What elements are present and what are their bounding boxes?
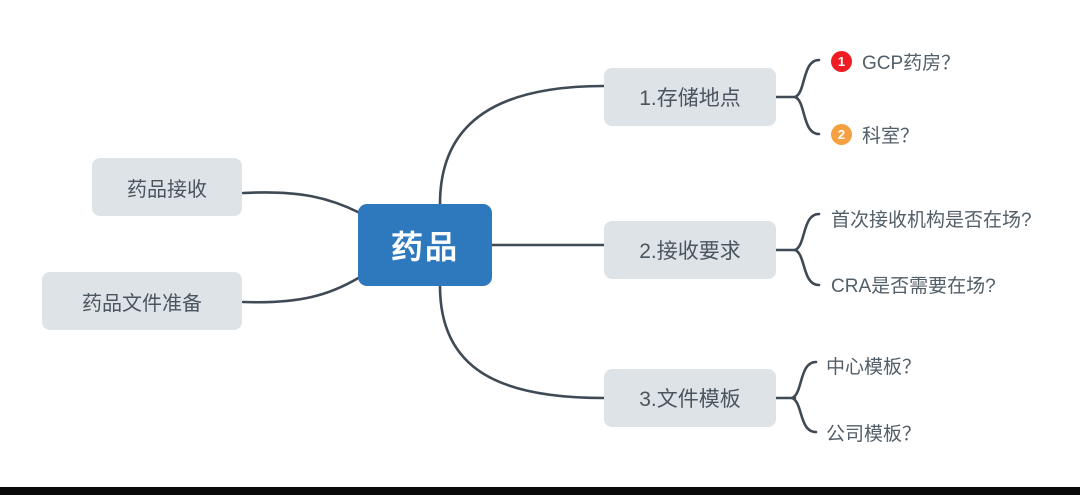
badge-number-1: 1 [831,51,852,72]
node-left-1-label: 药品接收 [127,178,207,201]
leaf-2-2-label: CRA是否需要在场? [831,276,996,297]
leaf-3-1[interactable]: 中心模板？ [826,352,921,379]
leaf-1-1[interactable]: 1 GCP药房？ [831,48,960,75]
node-left-2[interactable]: 药品文件准备 [42,272,242,330]
leaf-1-2[interactable]: 2 科室？ [831,121,919,148]
node-left-1[interactable]: 药品接收 [92,158,242,216]
leaf-3-2[interactable]: 公司模板？ [826,419,921,446]
node-branch-3[interactable]: 3.文件模板 [604,369,776,427]
node-center[interactable]: 药品 [358,204,492,286]
node-branch-1[interactable]: 1.存储地点 [604,68,776,126]
node-branch-3-label: 3.文件模板 [639,388,741,411]
edge-center-to-left-2 [241,275,362,304]
leaf-3-2-label: 公司模板？ [826,424,922,445]
node-branch-2[interactable]: 2.接收要求 [604,221,776,279]
leaf-2-2[interactable]: CRA是否需要在场? [831,271,996,298]
node-branch-2-label: 2.接收要求 [639,240,741,263]
edge-branch-2-bracket [791,212,821,287]
bottom-bar [0,487,1080,495]
edge-branch-3-bracket [788,360,818,434]
leaf-1-1-label: GCP药房？ [862,53,961,74]
edge-center-to-left-1 [241,191,362,215]
leaf-3-1-label: 中心模板？ [826,357,922,378]
edge-center-to-branch-3 [438,284,606,400]
edge-center-to-branch-1 [438,84,606,206]
leaf-1-2-label: 科室？ [862,126,920,147]
leaf-2-1-label: 首次接收机构是否在场? [831,210,1032,231]
edge-branch-1-bracket [791,58,821,136]
badge-number-2: 2 [831,124,852,145]
node-left-2-label: 药品文件准备 [82,292,202,315]
node-center-label: 药品 [390,229,459,265]
leaf-2-1[interactable]: 首次接收机构是否在场? [831,205,1032,232]
node-branch-1-label: 1.存储地点 [639,87,741,110]
